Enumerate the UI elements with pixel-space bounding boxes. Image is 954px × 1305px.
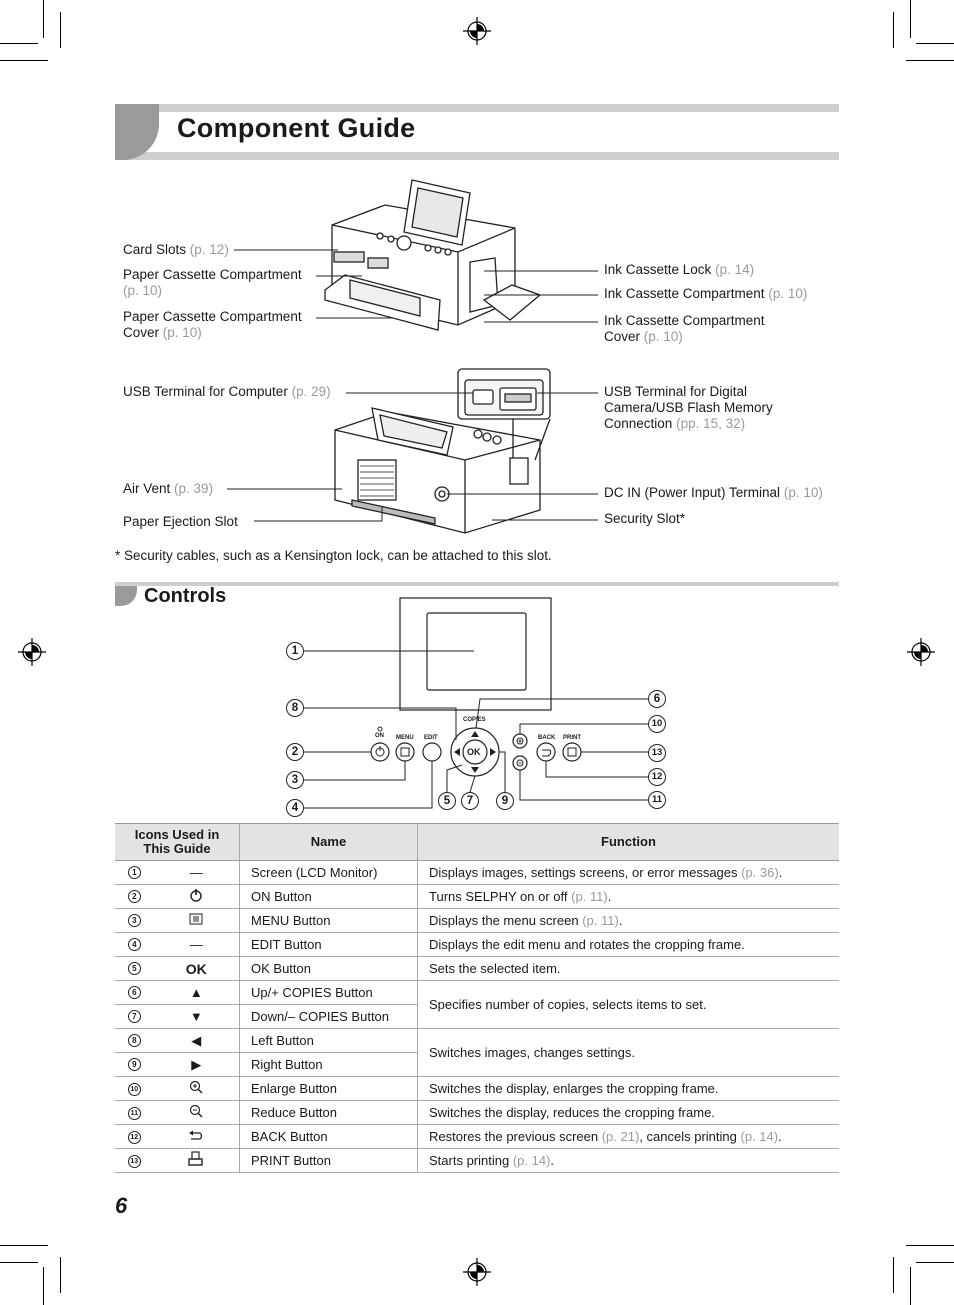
menu-icon	[189, 913, 203, 925]
crop-mark	[910, 0, 911, 38]
print-icon	[188, 1151, 203, 1166]
zoom-out-icon	[190, 1104, 203, 1118]
table-row: 13 PRINT Button Starts printing (p. 14).	[115, 1148, 839, 1173]
label-ink-cassette-compartment: Ink Cassette Compartment (p. 10)	[604, 286, 808, 301]
label-paper-cassette-compartment: Paper Cassette Compartment(p. 10)	[123, 267, 302, 298]
power-icon	[190, 889, 202, 902]
callout-8: 8	[286, 699, 304, 717]
table-row: 9 ▶ Right Button	[115, 1052, 839, 1077]
crop-mark	[43, 0, 44, 38]
label-security-slot: Security Slot*	[604, 511, 686, 526]
table-row: 12 BACK Button Restores the previous scr…	[115, 1124, 839, 1149]
table-row: 1 — Screen (LCD Monitor) Displays images…	[115, 860, 839, 885]
controls-title: Controls	[144, 585, 227, 607]
crop-mark	[0, 1245, 48, 1246]
table-row: 8 ◀ Left Button Switches images, changes…	[115, 1028, 839, 1077]
page-title: Component Guide	[177, 113, 416, 143]
back-icon	[189, 1130, 203, 1140]
label-air-vent: Air Vent (p. 39)	[123, 481, 214, 496]
crop-mark	[893, 1257, 894, 1293]
crop-mark	[916, 1262, 954, 1263]
label-paper-ejection-slot: Paper Ejection Slot	[123, 514, 238, 529]
callout-10: 10	[648, 715, 666, 733]
header-bar-bottom	[115, 152, 839, 160]
table-row: 5 OK OK Button Sets the selected item.	[115, 956, 839, 981]
controls-bar	[115, 582, 839, 586]
panel-label-on: ON	[375, 733, 384, 739]
panel-label-menu: MENU	[396, 735, 414, 741]
table-row: 7 ▼ Down/– COPIES Button	[115, 1004, 839, 1029]
callout-6: 6	[648, 690, 666, 708]
crop-mark	[906, 1245, 954, 1246]
callout-4: 4	[286, 799, 304, 817]
label-dc-in: DC IN (Power Input) Terminal (p. 10)	[604, 485, 823, 500]
crop-mark	[60, 1257, 61, 1293]
table-row: 6 ▲ Up/+ COPIES Button Specifies number …	[115, 980, 839, 1029]
callout-9: 9	[496, 792, 514, 810]
controls-tab	[115, 586, 137, 606]
footnote: * Security cables, such as a Kensington …	[115, 548, 552, 563]
label-usb-computer: USB Terminal for Computer (p. 29)	[123, 384, 331, 399]
table-row: 3 MENU Button Displays the menu screen (…	[115, 908, 839, 933]
crop-mark	[0, 1262, 38, 1263]
callout-1: 1	[286, 642, 304, 660]
panel-label-edit: EDIT	[424, 735, 438, 741]
page-number: 6	[115, 1193, 128, 1218]
crop-mark	[893, 12, 894, 48]
table-row: 10 Enlarge Button Switches the display, …	[115, 1076, 839, 1101]
table-row: 11 Reduce Button Switches the display, r…	[115, 1100, 839, 1125]
callout-5: 5	[438, 792, 456, 810]
crop-mark	[910, 1267, 911, 1305]
crop-mark	[43, 1267, 44, 1305]
crop-mark	[0, 60, 48, 61]
panel-label-print: PRINT	[563, 735, 581, 741]
crop-mark	[60, 12, 61, 48]
table-row: 2 ON Button Turns SELPHY on or off (p. 1…	[115, 884, 839, 909]
panel-label-ok: OK	[467, 747, 481, 757]
callout-13: 13	[648, 744, 666, 762]
crop-mark	[916, 43, 954, 44]
callout-7: 7	[461, 792, 479, 810]
table-row: 4 — EDIT Button Displays the edit menu a…	[115, 932, 839, 957]
callout-3: 3	[286, 771, 304, 789]
zoom-in-icon	[190, 1080, 203, 1094]
label-ink-cassette-lock: Ink Cassette Lock (p. 14)	[604, 262, 755, 277]
callout-11: 11	[648, 791, 666, 809]
header-bar-top	[115, 104, 839, 112]
panel-label-copies: COPIES	[463, 717, 486, 723]
callout-2: 2	[286, 743, 304, 761]
header-function: Function	[417, 823, 839, 861]
crop-mark	[0, 43, 38, 44]
crop-mark	[906, 60, 954, 61]
label-card-slots: Card Slots (p. 12)	[123, 242, 229, 257]
panel-label-back: BACK	[538, 735, 556, 741]
callout-12: 12	[648, 768, 666, 786]
header-name: Name	[239, 823, 418, 861]
